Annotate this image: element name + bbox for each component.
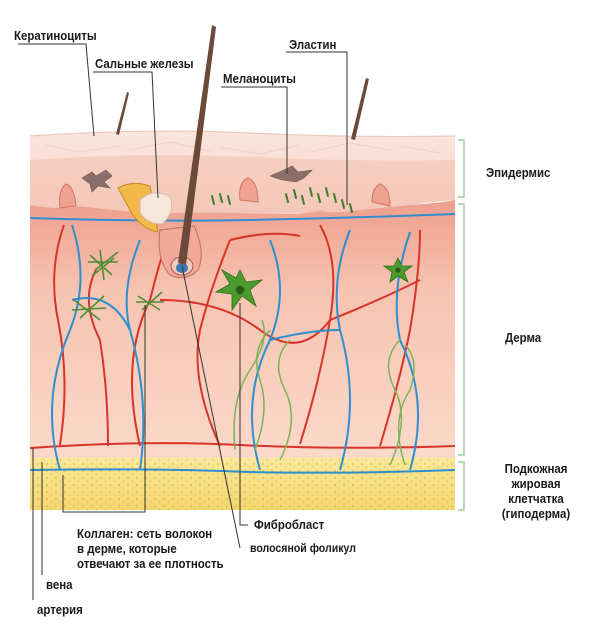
label-fibroblast: Фибробласт — [254, 517, 325, 532]
label-hair-follicle: волосяной фоликул — [250, 541, 356, 555]
collagen-mesh — [71, 249, 164, 321]
sebaceous-gland — [117, 182, 173, 233]
hypodermis-layer — [30, 455, 455, 510]
label-dermis: Дерма — [505, 330, 542, 345]
label-melanocytes: Меланоциты — [223, 71, 296, 86]
label-elastin: Эластин — [289, 37, 337, 52]
label-hypodermis: Подкожная жировая клетчатка (гиподерма) — [501, 461, 571, 521]
fibroblast-cells — [214, 257, 414, 312]
hair-shafts — [116, 25, 369, 265]
label-artery: артерия — [37, 602, 83, 617]
label-keratinocytes: Кератиноциты — [14, 28, 97, 43]
elastin-fibers — [211, 187, 353, 213]
leader-lines — [18, 43, 348, 600]
dermis-layer — [30, 200, 455, 458]
label-vein: вена — [46, 577, 73, 592]
nerve-fibers — [233, 319, 415, 466]
label-sebaceous-glands: Сальные железы — [95, 56, 194, 71]
layer-brackets — [458, 139, 465, 511]
label-collagen: Коллаген: сеть волокон в дерме, которые … — [77, 526, 224, 571]
epidermis-layer — [29, 130, 456, 214]
label-epidermis: Эпидермис — [486, 165, 551, 180]
